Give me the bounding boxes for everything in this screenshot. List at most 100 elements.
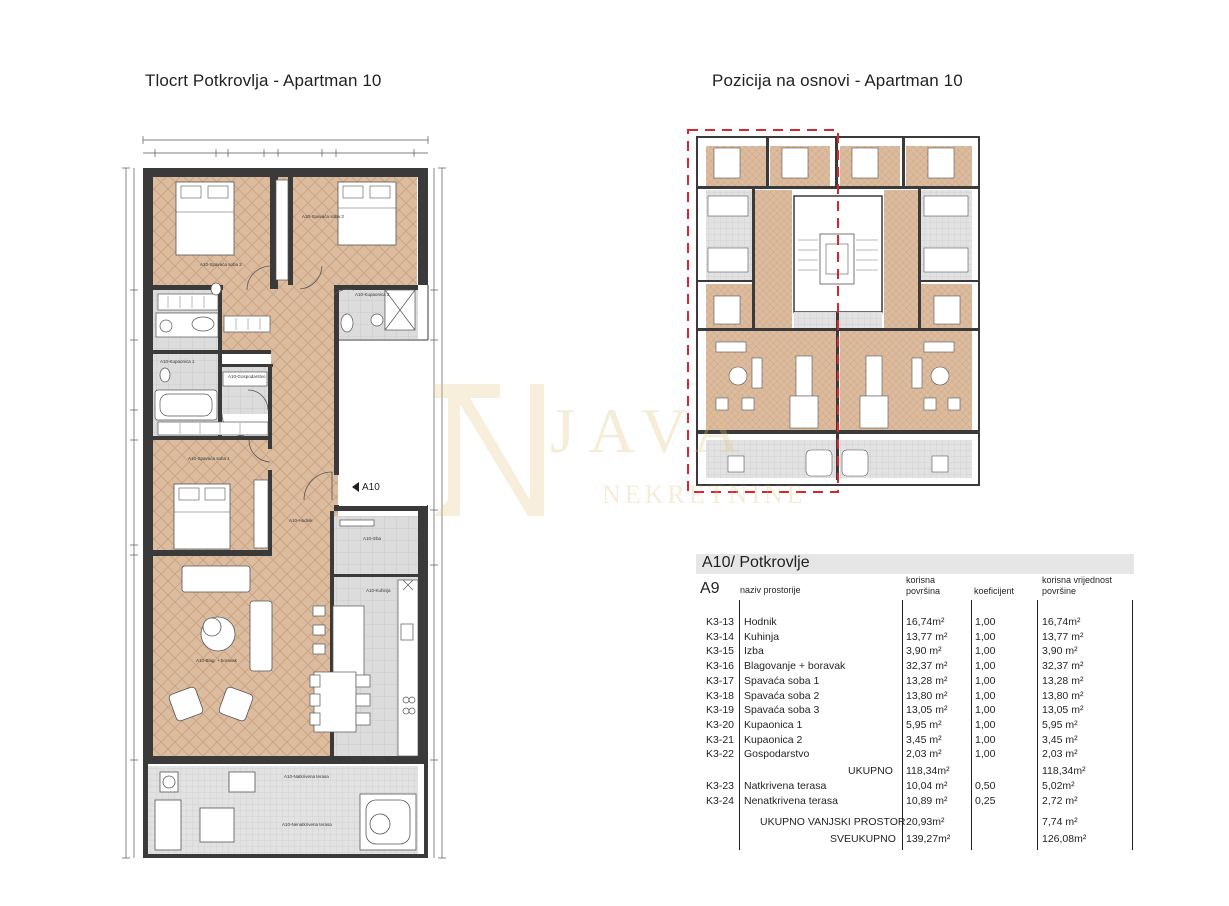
- table-cell: 1,00: [975, 733, 996, 746]
- table-cell: Spavaća soba 1: [744, 674, 820, 687]
- table-cell: 13,80 m²: [906, 689, 948, 702]
- bed-icon: [175, 181, 235, 256]
- table-cell: 5,95 m²: [1042, 718, 1078, 731]
- table-cell: K3-14: [706, 630, 735, 643]
- table-cell: 2,72 m²: [1042, 794, 1078, 807]
- living-room-furniture: [168, 565, 273, 722]
- building-position-plan: [687, 129, 980, 493]
- table-cell: 13,80 m²: [1042, 689, 1084, 702]
- table-cell: K3-18: [706, 689, 735, 702]
- table-cell: K3-19: [706, 704, 735, 717]
- table-row: K3-20 Kupaonica 1 5,95 m² 1,00 5,95 m²: [696, 719, 1134, 733]
- table-cell: K3-13: [706, 616, 735, 628]
- table-cell: K3-17: [706, 674, 735, 687]
- svg-text:A10-Nenatkrivena terasa: A10-Nenatkrivena terasa: [282, 822, 332, 827]
- table-cell: 13,28 m²: [1042, 674, 1084, 687]
- table-cell: 13,77 m²: [906, 630, 948, 643]
- table-cell: K3-20: [706, 718, 735, 731]
- table-cell: 0,25: [975, 794, 996, 807]
- table-cell: 1,00: [975, 660, 996, 673]
- table-cell: 32,37 m²: [906, 660, 948, 673]
- table-cell: 1,00: [975, 616, 996, 628]
- column-header-value-2: površine: [1042, 586, 1077, 596]
- grand-total-label: SVEUKUPNO: [830, 833, 896, 845]
- table-cell: 32,37 m²: [1042, 660, 1084, 673]
- table-cell: Spavaća soba 2: [744, 689, 820, 702]
- table-cell: K3-15: [706, 645, 735, 658]
- table-cell: 2,03 m²: [1042, 748, 1078, 761]
- svg-text:A10-Izba: A10-Izba: [363, 536, 382, 541]
- table-cell: Hodnik: [744, 616, 777, 628]
- table-cell: 1,00: [975, 704, 996, 717]
- entrance-label: A10: [362, 482, 380, 493]
- table-cell: Kupaonica 1: [744, 718, 803, 731]
- svg-text:A10-Kupaonica 2: A10-Kupaonica 2: [355, 292, 390, 297]
- table-cell: K3-24: [706, 794, 735, 807]
- table-cell: 1,00: [975, 630, 996, 643]
- table-cell: 1,00: [975, 718, 996, 731]
- table-cell: 10,04 m²: [906, 780, 948, 792]
- svg-text:A10-Hodnik: A10-Hodnik: [289, 518, 313, 523]
- svg-text:A10-Gospodarstvo: A10-Gospodarstvo: [228, 374, 266, 379]
- table-cell: 3,45 m²: [906, 733, 942, 746]
- column-header-area-2: površina: [906, 586, 941, 596]
- table-cell: 3,90 m²: [1042, 645, 1078, 658]
- table-cell: 118,34m²: [906, 765, 950, 777]
- svg-text:A10-Natkrivena terasa: A10-Natkrivena terasa: [284, 774, 329, 779]
- table-cell: 1,00: [975, 689, 996, 702]
- table-row: K3-21 Kupaonica 2 3,45 m² 1,00 3,45 m²: [696, 734, 1134, 748]
- table-cell: K3-22: [706, 748, 735, 761]
- table-cell: 10,89 m²: [906, 794, 948, 807]
- table-cell: K3-21: [706, 733, 735, 746]
- table-row: K3-13 Hodnik 16,74m² 1,00 16,74m²: [696, 616, 1134, 630]
- table-cell: 20,93m²: [906, 816, 945, 828]
- terrace-furniture: [154, 771, 417, 851]
- table-cell: Kuhinja: [744, 630, 780, 643]
- table-cell: K3-16: [706, 660, 735, 673]
- table-cell: 13,05 m²: [906, 704, 948, 717]
- bed-icon: [337, 181, 397, 246]
- area-table: A10/ Potkrovlje A9 naziv prostorije kori…: [696, 554, 1134, 850]
- svg-text:A10-Spavaća soba 1: A10-Spavaća soba 1: [188, 456, 230, 461]
- table-row: K3-14 Kuhinja 13,77 m² 1,00 13,77 m²: [696, 631, 1134, 645]
- table-cell: 0,50: [975, 780, 996, 792]
- table-cell: 5,95 m²: [906, 718, 942, 731]
- table-row: K3-18 Spavaća soba 2 13,80 m² 1,00 13,80 m²: [696, 690, 1134, 704]
- table-cell: 16,74m²: [906, 616, 945, 628]
- table-cell: 3,90 m²: [906, 645, 942, 658]
- table-cell: 3,45 m²: [1042, 733, 1078, 746]
- floor-plan-title: Tlocrt Potkrovlja - Apartman 10: [145, 71, 382, 90]
- table-cell: Spavaća soba 3: [744, 704, 820, 717]
- dimension-lines: [122, 136, 446, 859]
- table-cell: 126,08m²: [1042, 833, 1087, 845]
- table-header: A10/ Potkrovlje: [696, 554, 1134, 574]
- table-cell: 2,03 m²: [906, 748, 942, 761]
- table-cell: Kupaonica 2: [744, 733, 803, 746]
- apartment-floor-plan: A10-Spavaća soba 2 A10-Spavaća soba 3 A1…: [122, 136, 446, 859]
- table-cell: Gospodarstvo: [744, 748, 810, 761]
- table-cell: 13,77 m²: [1042, 630, 1084, 643]
- table-cell: 7,74 m²: [1042, 816, 1078, 828]
- column-header-area-1: korisna: [906, 575, 936, 585]
- external-total-label: UKUPNO VANJSKI PROSTOR: [760, 816, 906, 828]
- bed-icon: [173, 483, 231, 550]
- column-header-value-1: korisna vrijednost: [1042, 575, 1113, 585]
- svg-text:A10-Spavaća soba 3: A10-Spavaća soba 3: [302, 214, 344, 219]
- table-cell: 16,74m²: [1042, 616, 1081, 628]
- svg-text:A10-Spavaća soba 2: A10-Spavaća soba 2: [200, 262, 242, 267]
- kitchen-furniture: [309, 579, 419, 757]
- table-cell: 1,00: [975, 645, 996, 658]
- svg-text:A10-Kuhinja: A10-Kuhinja: [366, 588, 391, 593]
- table-title: A10/ Potkrovlje: [702, 554, 810, 571]
